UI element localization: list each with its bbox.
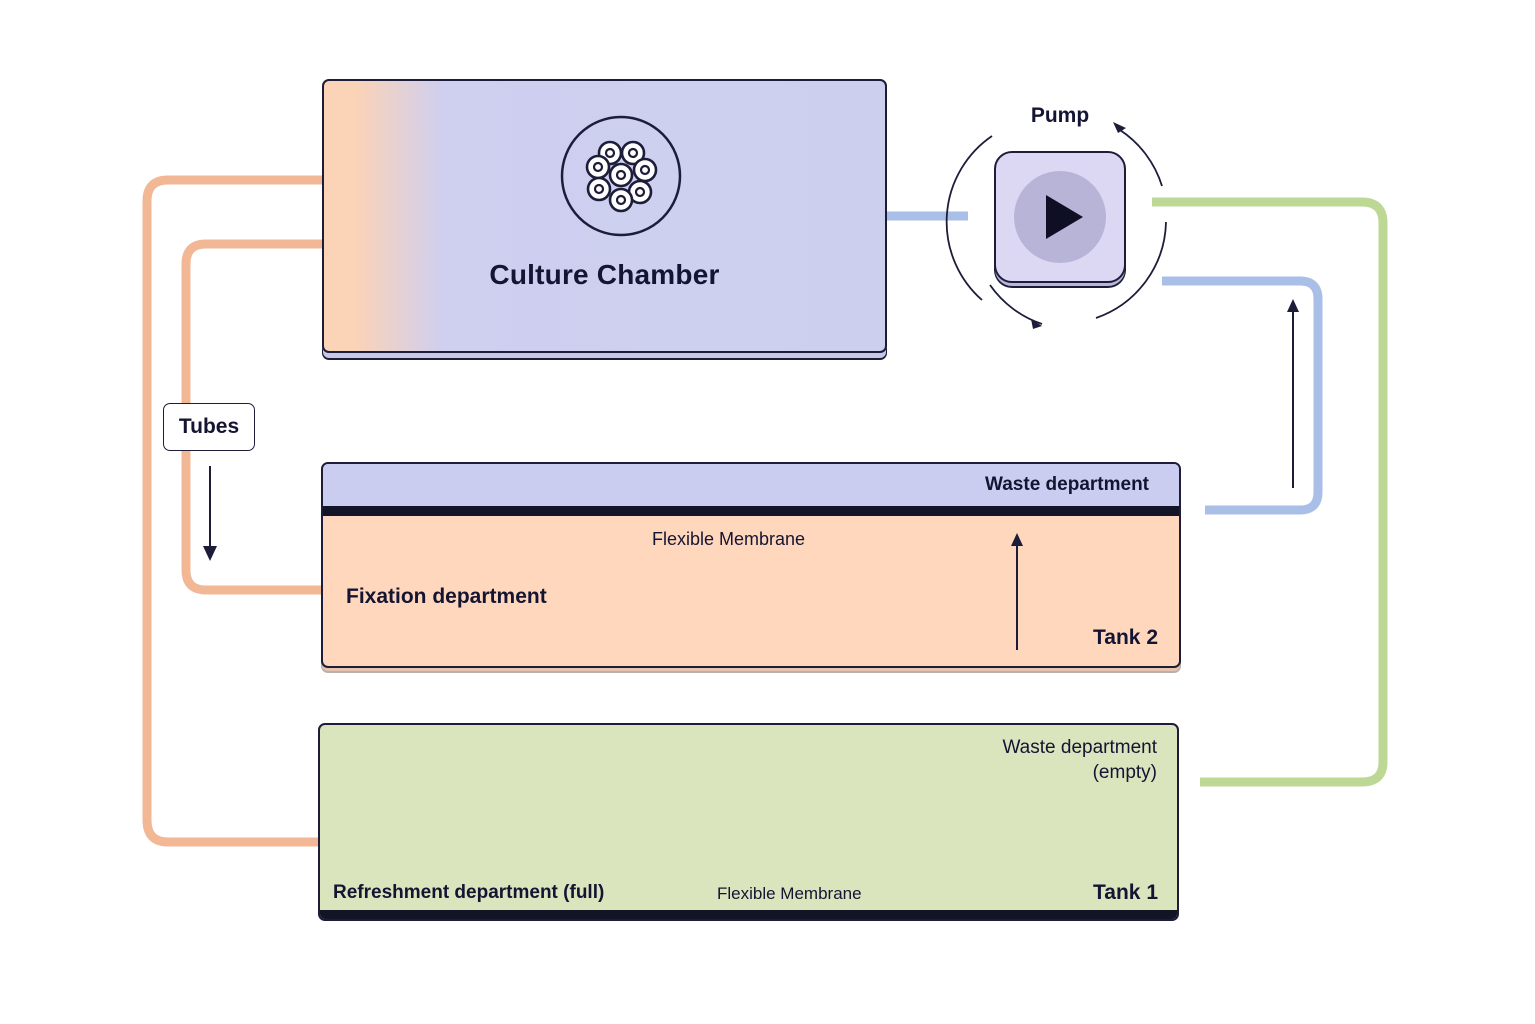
chamber-title: Culture Chamber (489, 259, 720, 290)
culture-chamber: Culture Chamber (322, 79, 887, 353)
tank1-membrane-label: Flexible Membrane (717, 884, 862, 903)
tank1-membrane (320, 910, 1177, 919)
tank2-membrane-label: Flexible Membrane (652, 529, 806, 549)
tank2-membrane (323, 506, 1179, 516)
tank2-waste-label: Waste department (985, 474, 1149, 495)
tubes-label: Tubes (163, 403, 255, 451)
down-arrow-icon (203, 466, 217, 561)
pump-rotation-arrows (945, 122, 1167, 329)
tank1-refreshment-label: Refreshment department (full) (333, 882, 605, 903)
tank1-waste-label: Waste department (empty) (1002, 735, 1157, 785)
green-tube-pump-tank1 (1152, 197, 1388, 787)
tank1-waste-line1: Waste department (1002, 737, 1157, 758)
orange-tube-outer (142, 175, 327, 847)
pump-button[interactable] (994, 151, 1126, 283)
up-arrow-icon (1287, 299, 1299, 488)
tank2-name: Tank 2 (1093, 626, 1158, 649)
cell-cluster-icon (560, 115, 682, 237)
tank-1: Waste department (empty) Refreshment dep… (318, 723, 1179, 921)
tank2-fixation-label: Fixation department (346, 585, 547, 608)
tank1-name: Tank 1 (1093, 881, 1158, 904)
blue-tube-pump-tank2 (1162, 276, 1323, 515)
tank-2: Waste department Flexible Membrane Fixat… (321, 462, 1181, 668)
pump-label: Pump (1030, 104, 1090, 127)
up-arrow-icon (1011, 533, 1023, 650)
tank2-waste-compartment (323, 464, 1179, 506)
play-icon (1046, 195, 1083, 239)
pump-play-circle (1014, 171, 1106, 263)
tank1-waste-line2: (empty) (1092, 762, 1157, 783)
